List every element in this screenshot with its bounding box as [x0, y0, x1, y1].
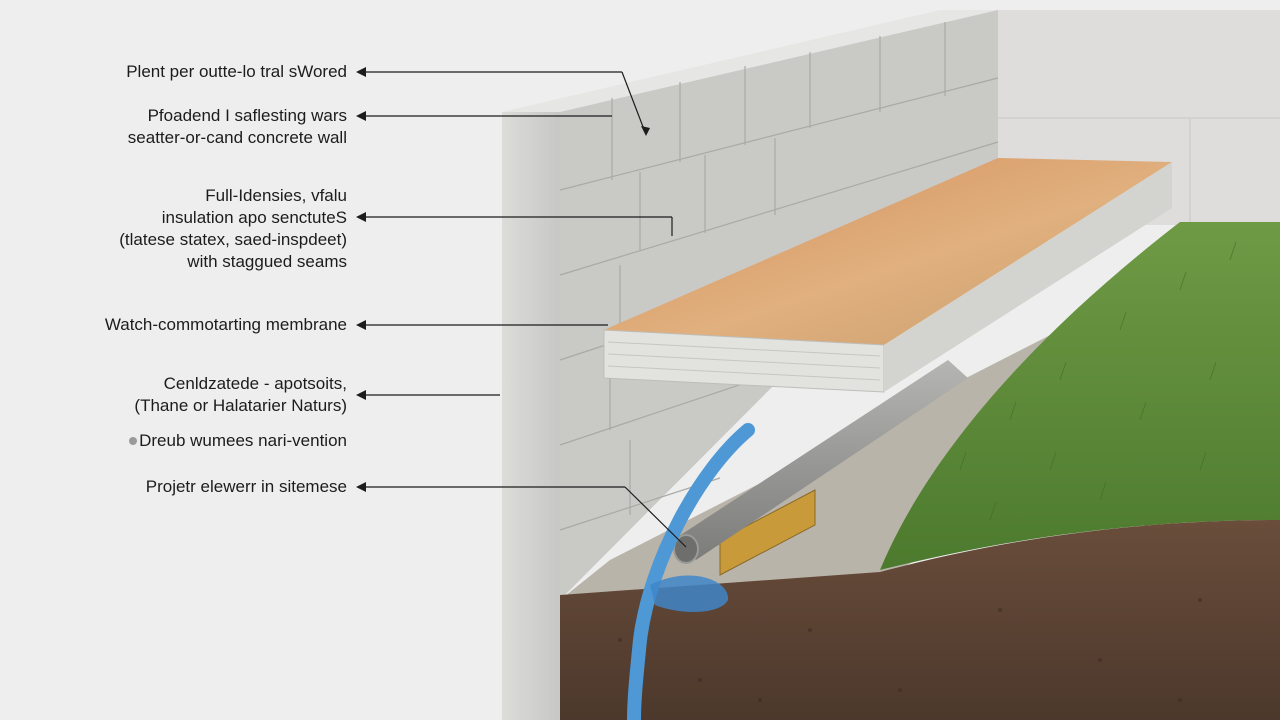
soil-backfill [560, 520, 1280, 720]
label-line: Dreub wumees nari-vention [139, 431, 347, 450]
gravel-drainage-strip [719, 489, 816, 576]
label-line: Pfoadend I saflesting wars [147, 106, 347, 125]
label-line: Cenldzatede - apotsoits, [163, 374, 347, 393]
drain-pipe-end [673, 534, 699, 564]
label-line: seatter-or-cand concrete wall [127, 128, 347, 147]
label-vapor-barrier: Plent per outte-lo tral sWored [126, 61, 347, 83]
insulation-board-side [884, 162, 1172, 392]
label-membrane: Watch-commotarting membrane [105, 314, 347, 336]
insulation-board-top [604, 158, 1172, 345]
insulation-edge-lines [607, 341, 881, 381]
callout-leaders [358, 71, 687, 548]
label-concrete-wall: Pfoadend I saflesting wars seatter-or-ca… [128, 105, 347, 149]
label-line: (Thane or Halatarier Naturs) [134, 396, 347, 415]
label-line: with staggued seams [187, 252, 347, 271]
label-line: Projetr elewerr in sitemese [145, 477, 347, 496]
label-protection-layer: Projetr elewerr in sitemese [146, 476, 347, 498]
wall-top-face [502, 10, 998, 112]
soil-texture [618, 598, 1202, 702]
label-drain: Dreub wumees nari-vention [139, 430, 347, 452]
water-puddle [650, 575, 729, 612]
label-line: Full-Idensies, vfalu [205, 186, 347, 205]
label-sealant: Cenldzatede - apotsoits, (Thane or Halat… [134, 373, 347, 417]
wall-end-face [502, 112, 560, 720]
grass-area [880, 222, 1280, 570]
label-line: Plent per outte-lo tral sWored [126, 62, 347, 81]
label-insulation: Full-Idensies, vfalu insulation apo senc… [119, 185, 347, 273]
water-hose [627, 423, 755, 720]
back-wall-joints [998, 117, 1280, 225]
label-line: insulation apo senctuteS [161, 208, 347, 227]
grass-texture [959, 241, 1237, 521]
callout-arrowheads [356, 67, 650, 492]
label-line: Watch-commotarting membrane [104, 315, 347, 334]
bullet-dot [129, 437, 137, 445]
label-line: (tlatese statex, saed-inspdeet) [119, 230, 347, 249]
perimeter-drain-pipe [676, 360, 968, 560]
